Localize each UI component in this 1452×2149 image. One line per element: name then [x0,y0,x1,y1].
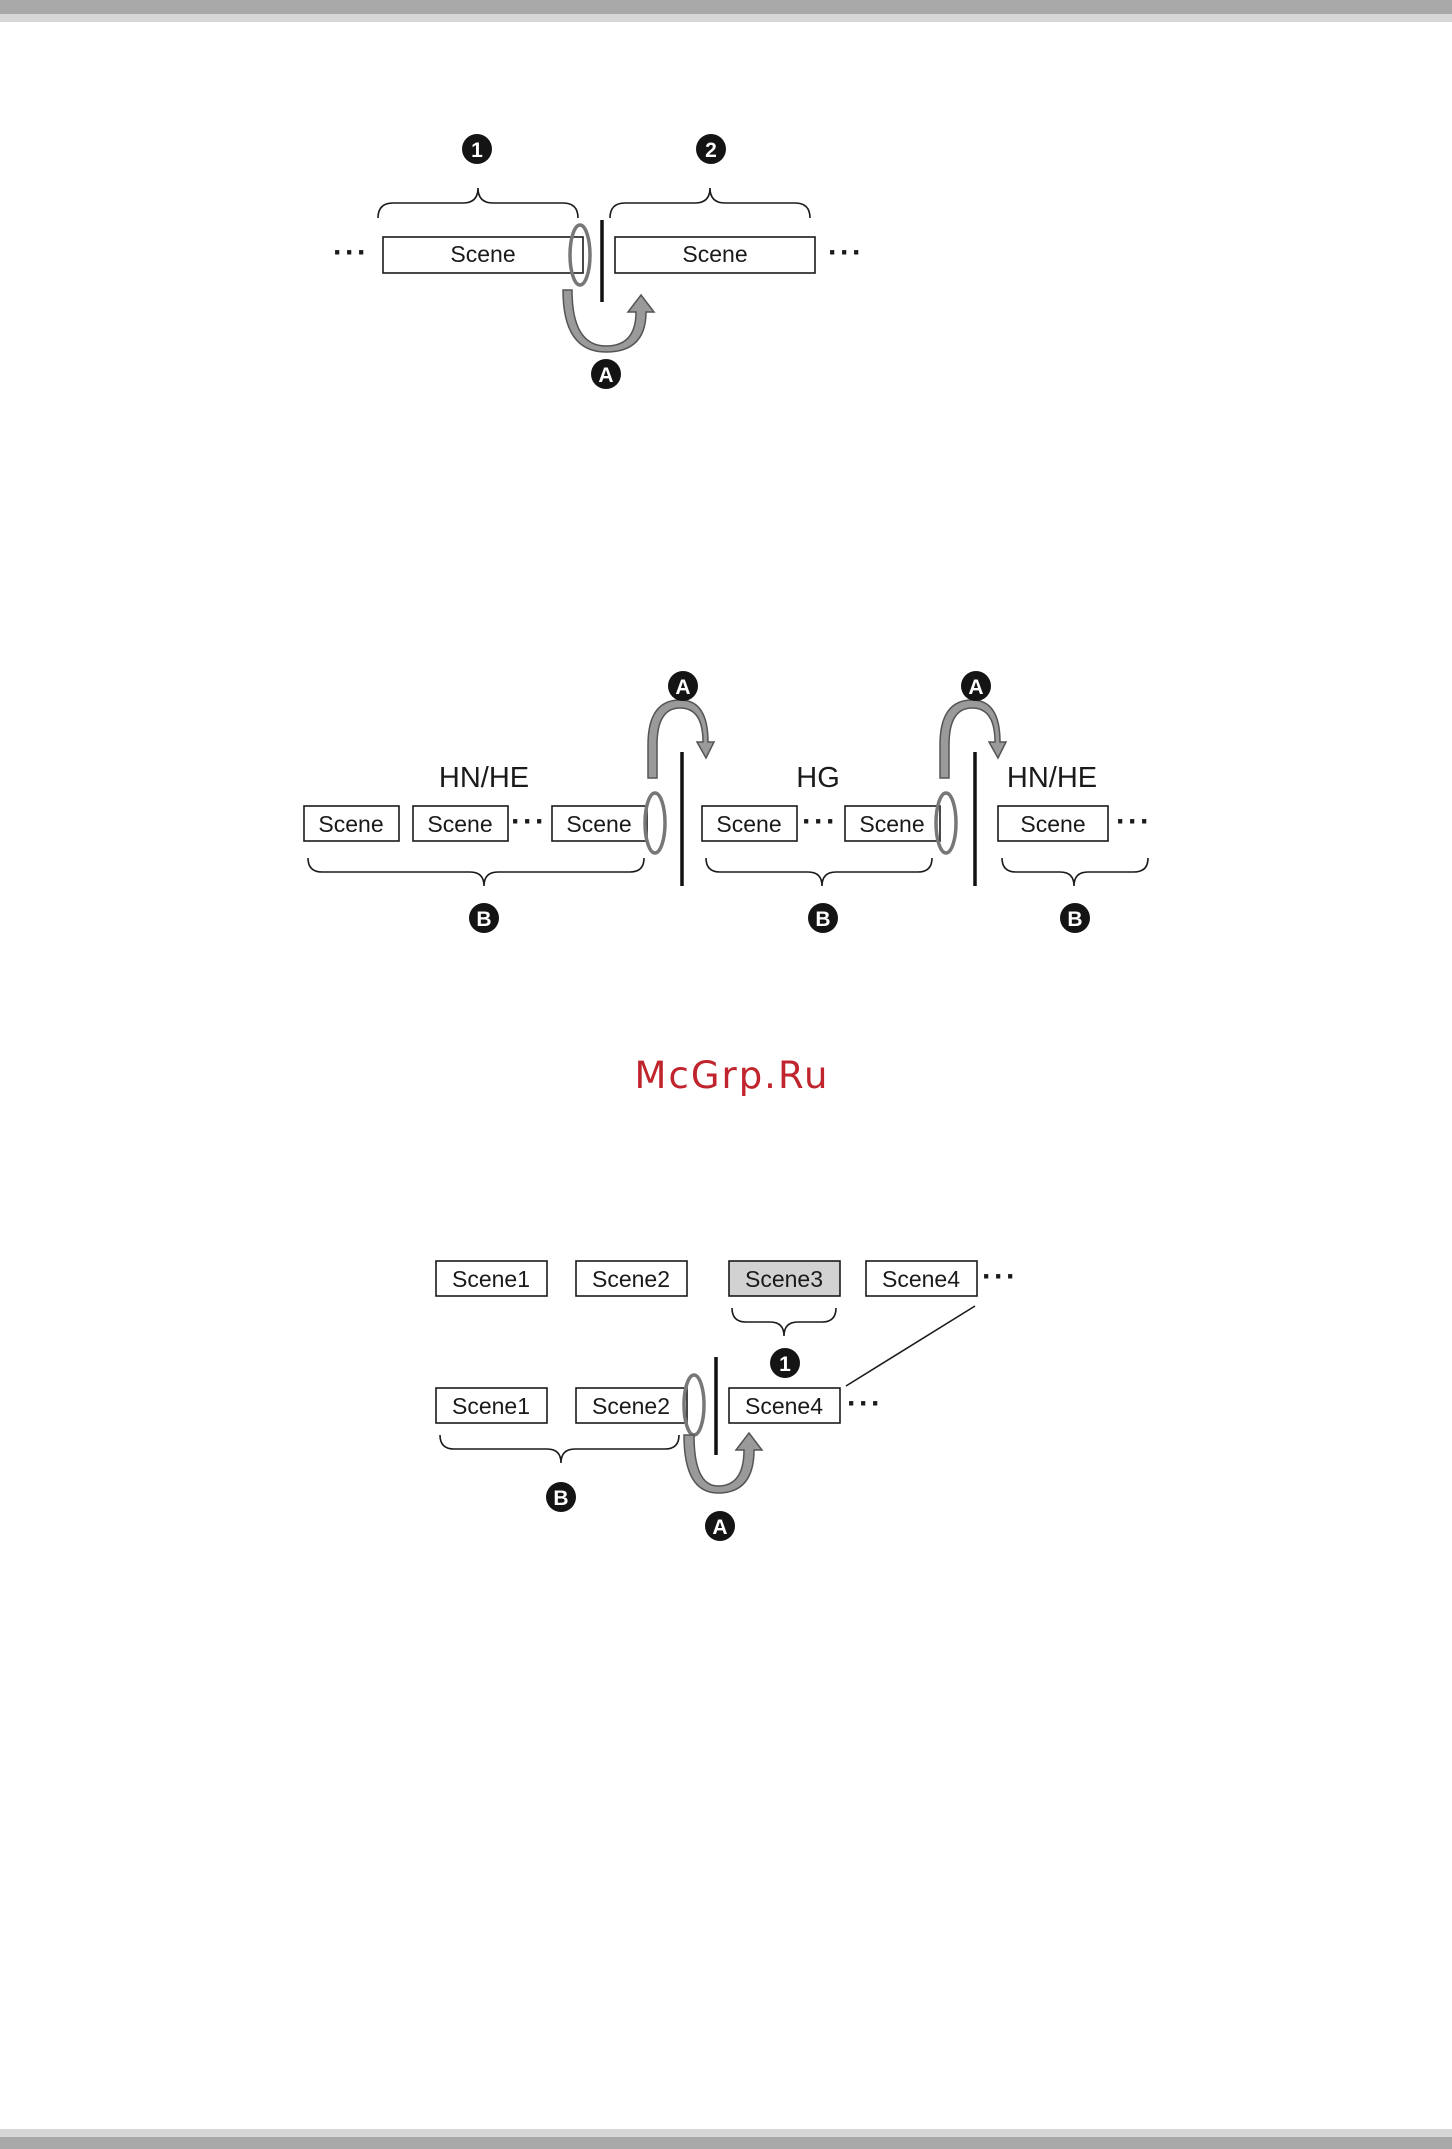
svg-text:B: B [1067,908,1082,931]
dots: ··· [511,805,547,838]
brace-B-1 [308,858,644,886]
watermark-text: McGrp.Ru [635,1054,830,1097]
badge-1: 1 [770,1348,800,1378]
arrow-A-2 [940,700,1006,778]
scene-label: Scene2 [592,1393,670,1419]
connector-line [846,1306,975,1386]
transition-marker [645,793,665,853]
badge-2: 2 [696,134,726,164]
scene-label-left: Scene [450,241,515,267]
svg-text:A: A [712,1516,727,1539]
scene-label: Scene [427,811,492,837]
badge-B: B [469,903,499,933]
badge-A: A [961,671,991,701]
svg-text:2: 2 [705,139,717,162]
scene-label: Scene [716,811,781,837]
dots: ··· [802,805,838,838]
brace-B-3 [1002,858,1148,886]
scene-label: Scene4 [882,1266,960,1292]
svg-text:B: B [476,908,491,931]
svg-text:A: A [675,676,690,699]
dots: ··· [982,1260,1018,1293]
svg-text:A: A [598,364,613,387]
badge-A: A [591,359,621,389]
svg-text:1: 1 [471,139,483,162]
scene-label: Scene [566,811,631,837]
scene-label: Scene [1020,811,1085,837]
scene-label: Scene2 [592,1266,670,1292]
badge-1: 1 [462,134,492,164]
brace-1 [732,1308,836,1336]
dots-right: ··· [828,236,864,269]
brace-B-2 [706,858,932,886]
diagram-3: Scene1 Scene2 Scene3 Scene4 ··· 1 Scene1… [436,1260,1018,1541]
scene-label: Scene1 [452,1266,530,1292]
svg-text:A: A [968,676,983,699]
svg-text:B: B [553,1487,568,1510]
dots: ··· [847,1387,883,1420]
scene-label: Scene [859,811,924,837]
badge-A: A [668,671,698,701]
scene-label: Scene [318,811,383,837]
arrow-A [684,1433,762,1493]
scene-label: Scene1 [452,1393,530,1419]
arrow-A [563,290,654,352]
diagram-1: ··· Scene Scene ··· 1 2 A [333,134,864,389]
format-label-3: HN/HE [1007,762,1097,794]
brace-1 [378,188,578,218]
brace-2 [610,188,810,218]
svg-text:1: 1 [779,1353,791,1376]
format-label-1: HN/HE [439,762,529,794]
badge-B: B [808,903,838,933]
scene-label: Scene4 [745,1393,823,1419]
badge-B: B [546,1482,576,1512]
brace-B [440,1435,679,1463]
format-label-2: HG [796,762,840,794]
dots-left: ··· [333,236,369,269]
scene-label-right: Scene [682,241,747,267]
badge-A: A [705,1511,735,1541]
diagram-2: HN/HE HG HN/HE Scene Scene ··· Scene Sce… [304,671,1152,933]
dots: ··· [1116,805,1152,838]
scene-label: Scene3 [745,1266,823,1292]
svg-text:B: B [815,908,830,931]
badge-B: B [1060,903,1090,933]
